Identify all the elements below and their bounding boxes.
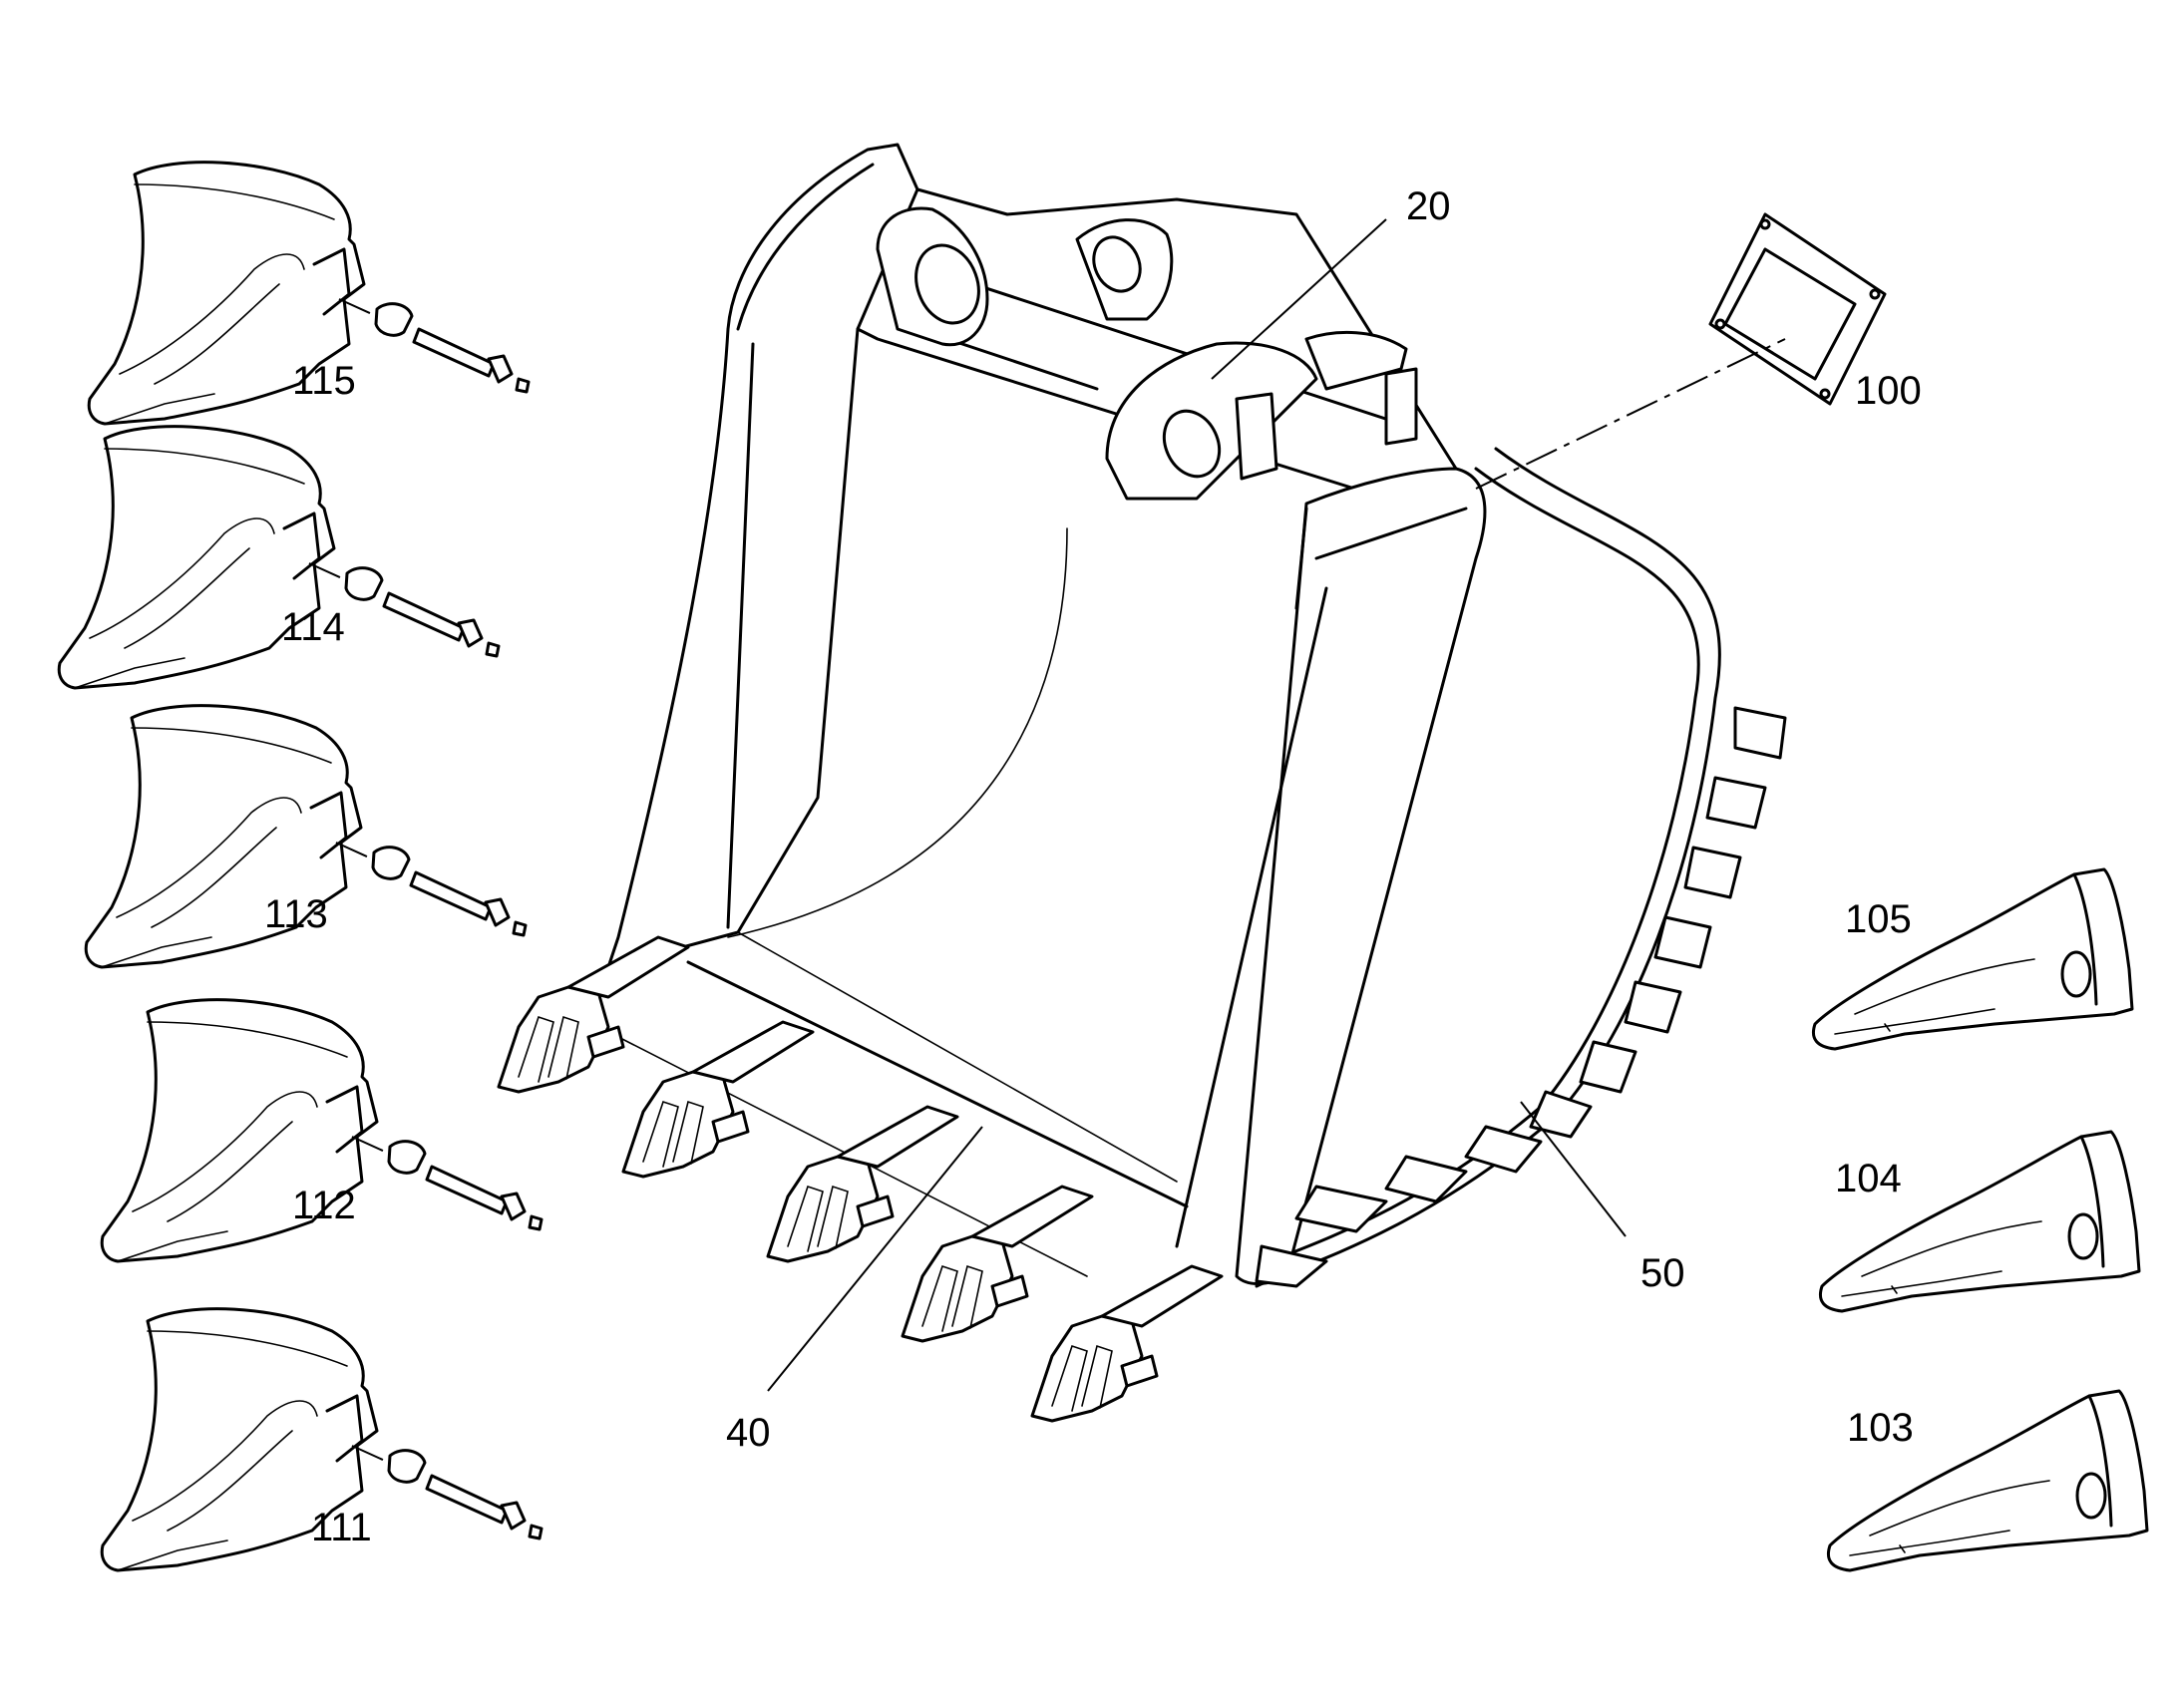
callout-104: 104 [1835,1157,1902,1200]
callout-20: 20 [1406,184,1451,228]
callout-40: 40 [726,1411,771,1455]
callout-103: 103 [1847,1406,1914,1450]
callout-113: 113 [264,892,328,936]
leader-20 [1211,218,1387,380]
callout-114: 114 [281,605,345,649]
mounted-tooth-2 [621,1020,815,1179]
callout-50: 50 [1640,1251,1685,1295]
mounted-tooth-5 [1030,1264,1224,1423]
callout-111: 111 [311,1506,372,1549]
mounted-tooth-1 [497,935,690,1094]
callout-100: 100 [1855,369,1922,413]
leader-40 [767,1126,983,1392]
callout-105: 105 [1845,897,1912,941]
bucket-body [606,143,1787,1288]
cover-plate [1475,212,1887,490]
callout-115: 115 [292,359,356,403]
wear-strips [1255,706,1787,1288]
leader-50 [1520,1101,1627,1237]
tooth-assembly-114 [57,425,501,690]
mounted-tooth-3 [766,1105,959,1263]
loose-tooth-105 [1811,867,2134,1051]
callout-112: 112 [292,1184,356,1227]
